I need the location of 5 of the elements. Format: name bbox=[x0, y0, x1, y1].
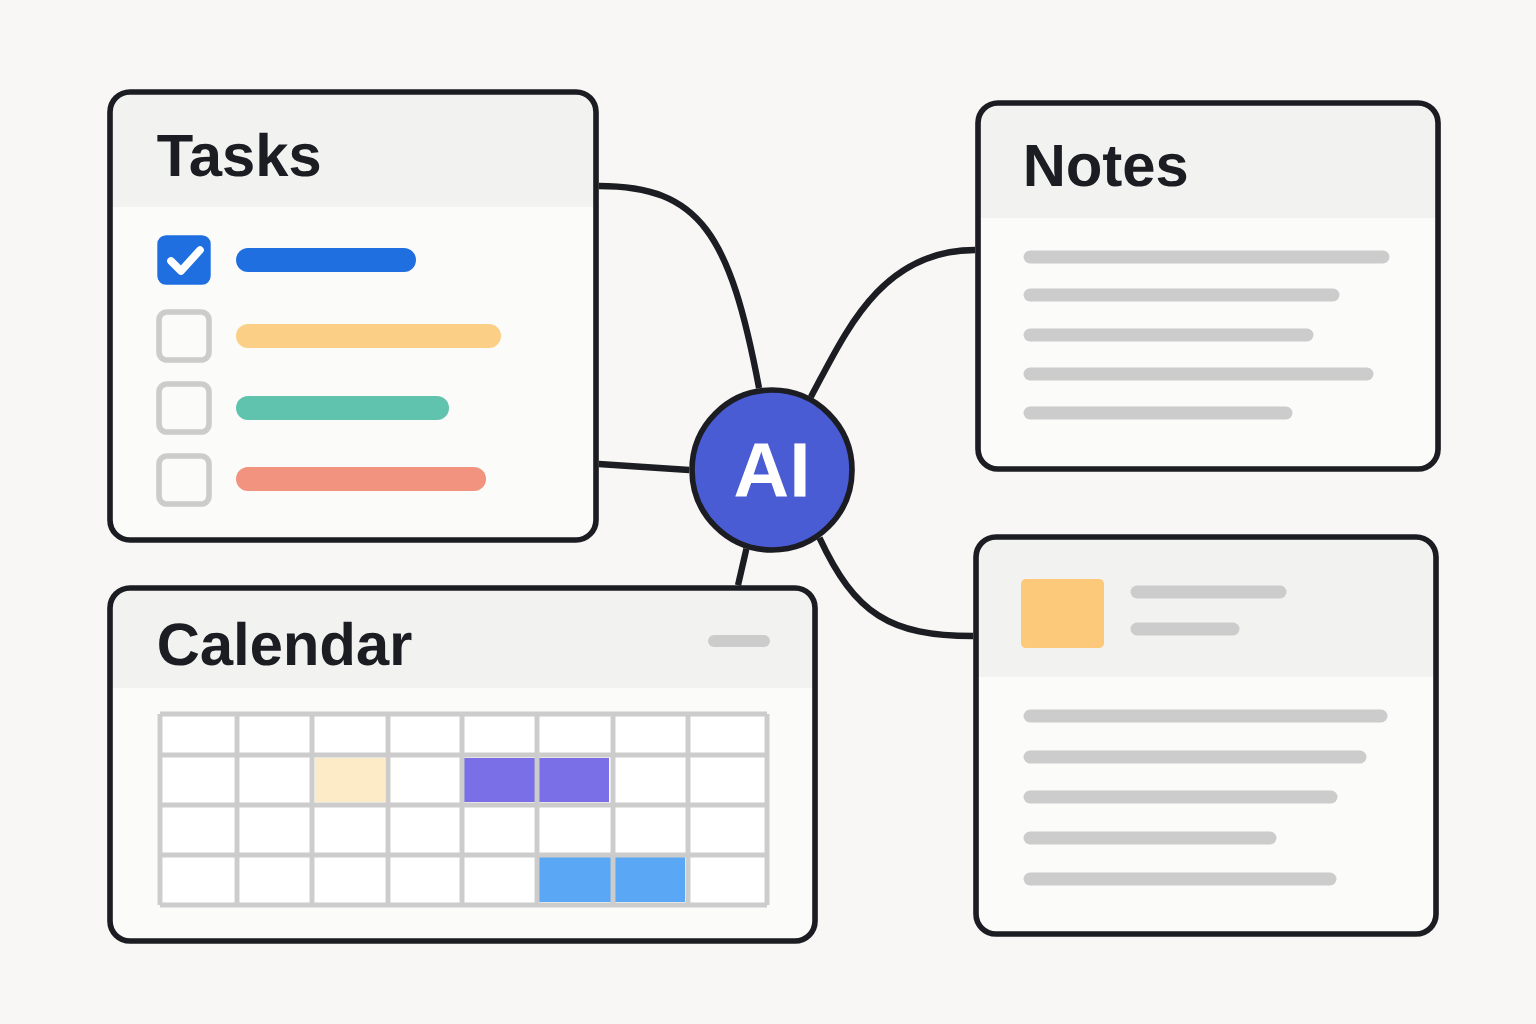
connector-line bbox=[598, 182, 763, 389]
connector-line bbox=[808, 246, 976, 399]
connector-line bbox=[734, 548, 750, 586]
connector-line bbox=[598, 460, 690, 474]
connector-line bbox=[816, 536, 974, 640]
